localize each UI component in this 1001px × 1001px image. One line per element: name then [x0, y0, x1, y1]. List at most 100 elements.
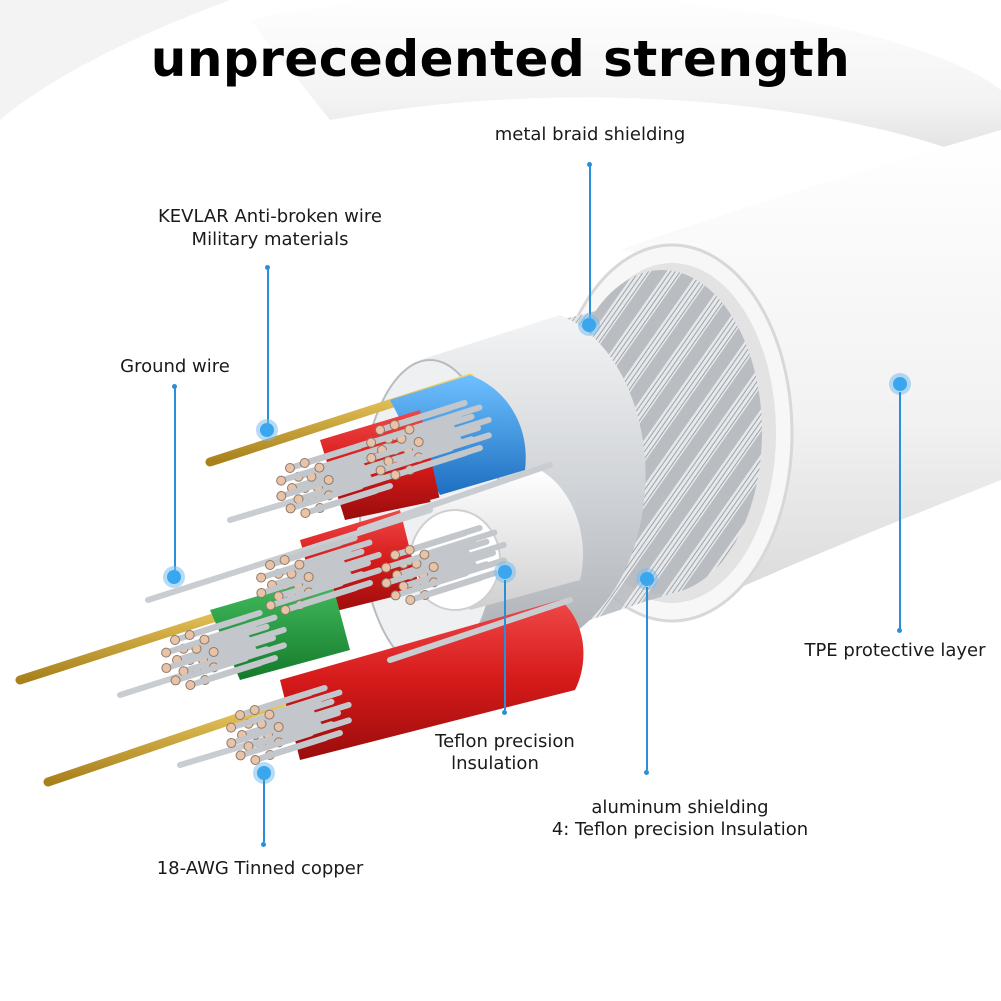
- copper-strand-end: [389, 420, 400, 431]
- copper-strand-end: [235, 750, 246, 761]
- copper-strand-end: [226, 738, 237, 749]
- copper-strand: [288, 548, 365, 577]
- label-aluminum-line1: aluminum shielding: [591, 797, 769, 818]
- copper-strand-end: [249, 705, 260, 716]
- leader-line: [899, 392, 901, 630]
- copper-strand-end: [413, 436, 424, 447]
- copper-strand-end: [299, 458, 310, 469]
- copper-strand-end: [375, 465, 386, 476]
- copper-strand: [275, 571, 352, 600]
- copper-strand-end: [323, 474, 334, 485]
- copper-strand-end: [366, 437, 377, 448]
- copper-strand-end: [404, 545, 415, 556]
- copper-strand-end: [256, 588, 267, 599]
- copper-strand-end: [250, 754, 261, 765]
- copper-strand: [187, 659, 264, 688]
- copper-strand-end: [161, 647, 172, 658]
- leader-tick: [261, 842, 266, 847]
- copper-strand-end: [276, 475, 287, 486]
- leader-tick: [172, 384, 177, 389]
- leader-tick: [644, 770, 649, 775]
- copper-strand: [392, 570, 469, 599]
- copper-strand: [377, 445, 454, 474]
- copper-strand: [295, 474, 372, 503]
- copper-strand: [302, 487, 379, 516]
- leader-line: [174, 387, 176, 572]
- copper-strand: [385, 436, 462, 465]
- label-kevlar-line2: Military materials: [191, 229, 349, 250]
- copper-strand: [237, 730, 314, 759]
- copper-strand: [201, 614, 278, 643]
- leader-dot: [893, 377, 907, 391]
- label-tpe: TPE protective layer: [804, 640, 986, 661]
- leader-dot: [167, 570, 181, 584]
- copper-strand-end: [265, 600, 276, 611]
- copper-strand-end: [170, 675, 181, 686]
- copper-strand: [258, 698, 335, 727]
- copper-strand-end: [314, 462, 325, 473]
- copper-strand-end: [285, 462, 296, 473]
- copper-strand: [252, 734, 329, 763]
- leader-tick: [265, 265, 270, 270]
- label-kevlar-line1: KEVLAR Anti-broken wire: [158, 206, 382, 227]
- copper-strand-end: [390, 549, 401, 560]
- copper-strand: [421, 529, 498, 558]
- copper-strand-end: [404, 424, 415, 435]
- leader-dot: [257, 766, 271, 780]
- copper-strand-end: [294, 559, 305, 570]
- copper-strand: [251, 685, 328, 714]
- leader-tick: [897, 628, 902, 633]
- copper-strand: [172, 655, 249, 684]
- copper-strand-end: [300, 507, 311, 518]
- copper-strand: [245, 721, 322, 750]
- copper-strand-end: [285, 503, 296, 514]
- copper-strand-end: [235, 709, 246, 720]
- copper-strand: [406, 404, 483, 433]
- copper-strand: [413, 538, 490, 567]
- copper-strand-end: [199, 634, 210, 645]
- copper-strand-end: [184, 630, 195, 641]
- copper-strand: [281, 535, 358, 564]
- label-teflon-line2: lnsulation: [451, 753, 539, 774]
- copper-strand-end: [428, 561, 439, 572]
- label-teflon-line1: Teflon precision: [435, 731, 575, 752]
- leader-line: [267, 268, 269, 428]
- copper-strand-end: [265, 559, 276, 570]
- copper-strand: [180, 646, 257, 675]
- coiled-cable-background: [250, 0, 1001, 170]
- copper-strand: [275, 701, 352, 730]
- copper-strand-end: [161, 663, 172, 674]
- label-metal-braid: metal braid shielding: [494, 124, 686, 145]
- copper-strand-end: [375, 424, 386, 435]
- label-tinned-copper: 18-AWG Tinned copper: [156, 858, 364, 879]
- leader-dot: [582, 318, 596, 332]
- copper-strand: [430, 541, 507, 570]
- copper-strand-end: [276, 491, 287, 502]
- copper-strand: [296, 539, 373, 568]
- copper-strand: [267, 580, 344, 609]
- leader-line: [504, 580, 506, 710]
- copper-strand-end: [419, 549, 430, 560]
- copper-strand: [287, 483, 364, 512]
- copper-strand-end: [185, 679, 196, 690]
- copper-strand: [210, 626, 287, 655]
- copper-strand: [400, 561, 477, 590]
- tpe-jacket: [620, 130, 1001, 610]
- leader-line: [263, 780, 265, 842]
- label-ground-wire: Ground wire: [120, 356, 230, 377]
- leader-tick: [587, 162, 592, 167]
- copper-strand-end: [280, 604, 291, 615]
- copper-strand-end: [405, 594, 416, 605]
- copper-bundles: [161, 400, 507, 765]
- copper-strand-end: [366, 453, 377, 464]
- copper-strand-end: [170, 634, 181, 645]
- copper-strand-end: [381, 578, 392, 589]
- copper-strand: [415, 416, 492, 445]
- copper-strand-end: [256, 572, 267, 583]
- copper-strand-end: [208, 646, 219, 657]
- copper-strand: [398, 413, 475, 442]
- page-title: unprecedented strength: [150, 30, 851, 88]
- leader-dot: [260, 423, 274, 437]
- copper-strand: [193, 623, 270, 652]
